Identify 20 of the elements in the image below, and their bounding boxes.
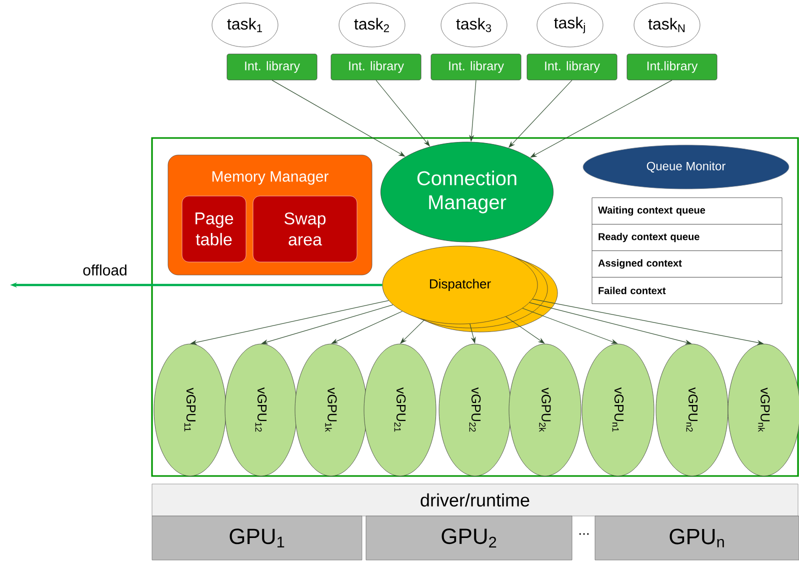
ellipsis-label: ... [579, 533, 589, 535]
library-box: Int.library [626, 54, 718, 80]
gpu-box: GPU$_{1}$ [152, 516, 362, 560]
system-frame [151, 137, 799, 477]
library-box: Int. library [430, 54, 522, 80]
edge-label: offload [83, 264, 126, 276]
gpu-box: GPU$_{2}$ [366, 516, 572, 560]
gpu-box: GPU$_{n}$ [594, 516, 799, 560]
driver-bar: driver/runtime [152, 484, 798, 516]
memory-sub-box: Swap area [252, 196, 358, 262]
library-box: Int. library [330, 54, 422, 80]
arrow [272, 80, 406, 157]
queue-row: Failed context [592, 277, 782, 304]
library-box: Int. library [526, 54, 618, 80]
memory-sub-box: Page table [182, 196, 246, 262]
library-box: Int. library [226, 54, 318, 80]
queue-row: Assigned context [592, 250, 782, 278]
arrow [506, 316, 545, 344]
queue-row: Ready context queue [592, 224, 782, 251]
queue-row: Waiting context queue [592, 198, 782, 224]
